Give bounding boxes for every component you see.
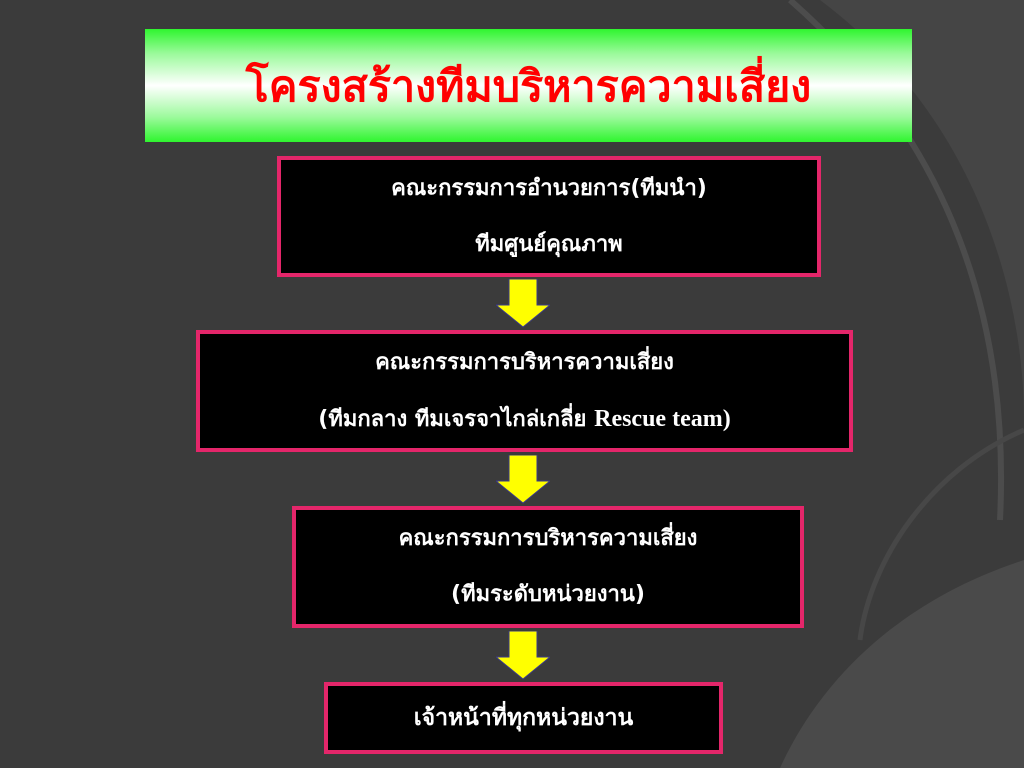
box-2-line-2-latin: Rescue team) (594, 405, 731, 432)
box-4-line-1: เจ้าหน้าที่ทุกหน่วยงาน (413, 705, 634, 731)
box-risk-committee-unit: คณะกรรมการบริหารความเสี่ยง (ทีมระดับหน่ว… (292, 506, 804, 628)
down-arrow-icon (496, 631, 550, 680)
down-arrow-icon (496, 455, 550, 504)
box-2-line-2: (ทีมกลาง ทีมเจรจาไกล่เกลี่ย Rescue team) (318, 391, 730, 448)
page-title: โครงสร้างทีมบริหารความเสี่ยง (245, 61, 812, 112)
title-banner: โครงสร้างทีมบริหารความเสี่ยง (145, 29, 912, 142)
box-2-line-1: คณะกรรมการบริหารความเสี่ยง (375, 349, 674, 375)
box-risk-committee-central: คณะกรรมการบริหารความเสี่ยง (ทีมกลาง ทีมเ… (196, 330, 853, 452)
box-steering-committee: คณะกรรมการอำนวยการ(ทีมนำ) ทีมศูนย์คุณภาพ (277, 156, 821, 277)
box-3-line-1: คณะกรรมการบริหารความเสี่ยง (398, 526, 698, 551)
box-3-line-2: (ทีมระดับหน่วยงาน) (451, 582, 645, 607)
down-arrow-icon (496, 279, 550, 328)
box-1-line-2: ทีมศูนย์คุณภาพ (475, 231, 623, 257)
box-1-line-1: คณะกรรมการอำนวยการ(ทีมนำ) (391, 175, 707, 201)
box-2-line-2-thai: (ทีมกลาง ทีมเจรจาไกล่เกลี่ย (318, 406, 595, 432)
box-all-staff: เจ้าหน้าที่ทุกหน่วยงาน (324, 682, 723, 754)
